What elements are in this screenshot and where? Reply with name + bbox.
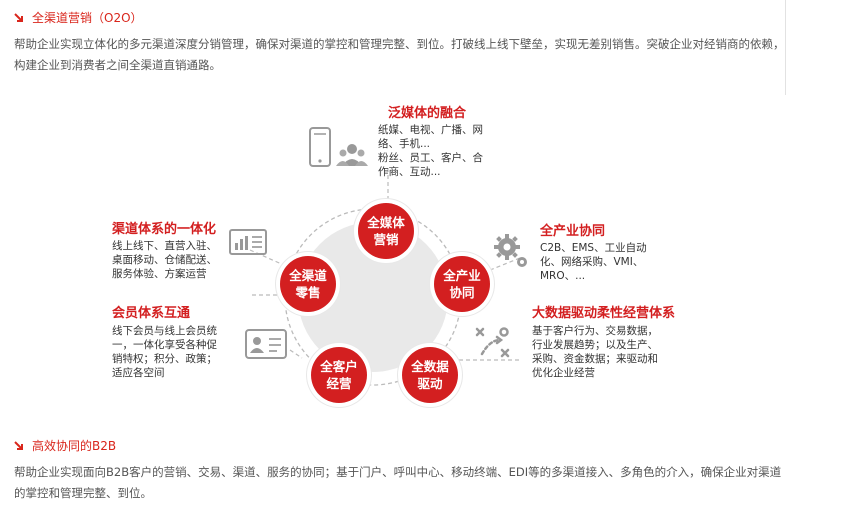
feature-title-industry: 全产业协同 xyxy=(540,224,606,239)
omnichannel-diagram: 全媒体营销 全产业协同 全数据驱动 全客户经营 全渠道零售 泛媒体的融合 纸媒、… xyxy=(0,90,841,430)
member-card-icon xyxy=(245,329,287,359)
node-omni-media[interactable]: 全媒体营销 xyxy=(358,203,414,259)
strategy-icon xyxy=(475,327,510,358)
section-body: 帮助企业实现立体化的多元渠道深度分销管理，确保对渠道的掌控和管理完整、到位。打破… xyxy=(14,37,785,72)
feature-desc-media: 纸媒、电视、广播、网 络、手机... 粉丝、员工、客户、合 作商、互动... xyxy=(378,124,483,178)
divider xyxy=(785,0,786,95)
feature-title-channel: 渠道体系的一体化 xyxy=(112,222,217,237)
feature-desc-channel: 线上线下、直营入驻、 桌面移动、仓储配送、 服务体验、方案运营 xyxy=(112,240,217,280)
feature-title-member: 会员体系互通 xyxy=(112,306,191,321)
node-data-driven[interactable]: 全数据驱动 xyxy=(402,347,458,403)
node-industry[interactable]: 全产业协同 xyxy=(434,256,490,312)
feature-desc-industry: C2B、EMS、工业自动 化、网络采购、VMI、 MRO、... xyxy=(540,242,647,282)
arrow-down-right-icon xyxy=(14,12,23,22)
section-heading-o2o: 全渠道营销（O2O） xyxy=(14,9,143,26)
section-title: 全渠道营销（O2O） xyxy=(32,11,143,25)
node-customer[interactable]: 全客户经营 xyxy=(311,347,367,403)
arrow-down-right-icon xyxy=(14,440,23,450)
node-channel-retail[interactable]: 全渠道零售 xyxy=(280,256,336,312)
section-heading-b2b: 高效协同的B2B xyxy=(14,437,116,454)
phone-users-icon xyxy=(309,127,368,167)
section-title: 高效协同的B2B xyxy=(32,439,117,453)
feature-title-media: 泛媒体的融合 xyxy=(388,106,467,121)
feature-desc-member: 线下会员与线上会员统 一，一体化享受各种促 销特权；积分、政策； 适应各空间 xyxy=(112,325,217,379)
feature-desc-bigdata: 基于客户行为、交易数据， 行业发展趋势；以及生产、 采购、资金数据；来驱动和 优… xyxy=(532,325,658,379)
gears-icon xyxy=(494,234,527,267)
section-body: 帮助企业实现面向B2B客户的营销、交易、渠道、服务的协同；基于门户、呼叫中心、移… xyxy=(14,465,782,500)
dashboard-icon xyxy=(229,229,267,255)
feature-title-bigdata: 大数据驱动柔性经营体系 xyxy=(532,306,676,321)
